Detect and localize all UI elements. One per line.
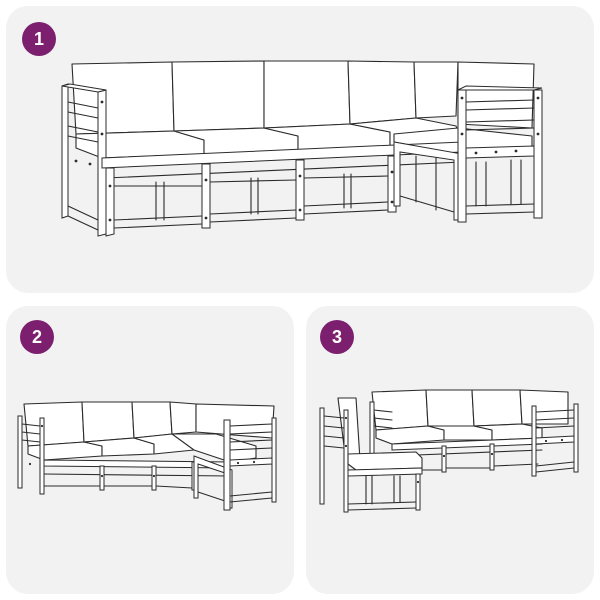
sofa-exploded-illustration (319, 389, 579, 513)
bolt-dots (28, 424, 256, 478)
step-1-panel: 1 (6, 6, 594, 293)
bolt-dots (344, 416, 564, 484)
right-armrest (531, 403, 579, 477)
back-cushions (23, 401, 275, 447)
bolt-dots (74, 96, 540, 222)
sofa-angled-illustration (17, 401, 277, 511)
step-1-badge: 1 (22, 22, 56, 56)
detached-module (319, 397, 423, 513)
back-cushions (371, 389, 569, 431)
left-armrest (17, 415, 45, 495)
step-2-badge: 2 (20, 320, 54, 354)
right-armrest (457, 85, 543, 223)
right-armrest (223, 417, 277, 511)
sofa-full-illustration (61, 60, 543, 237)
seat-cushions (27, 433, 257, 463)
step-3-panel: 3 (306, 306, 594, 594)
step-2-panel: 2 (6, 306, 294, 594)
step-3-badge: 3 (320, 320, 354, 354)
front-frame (101, 141, 463, 237)
